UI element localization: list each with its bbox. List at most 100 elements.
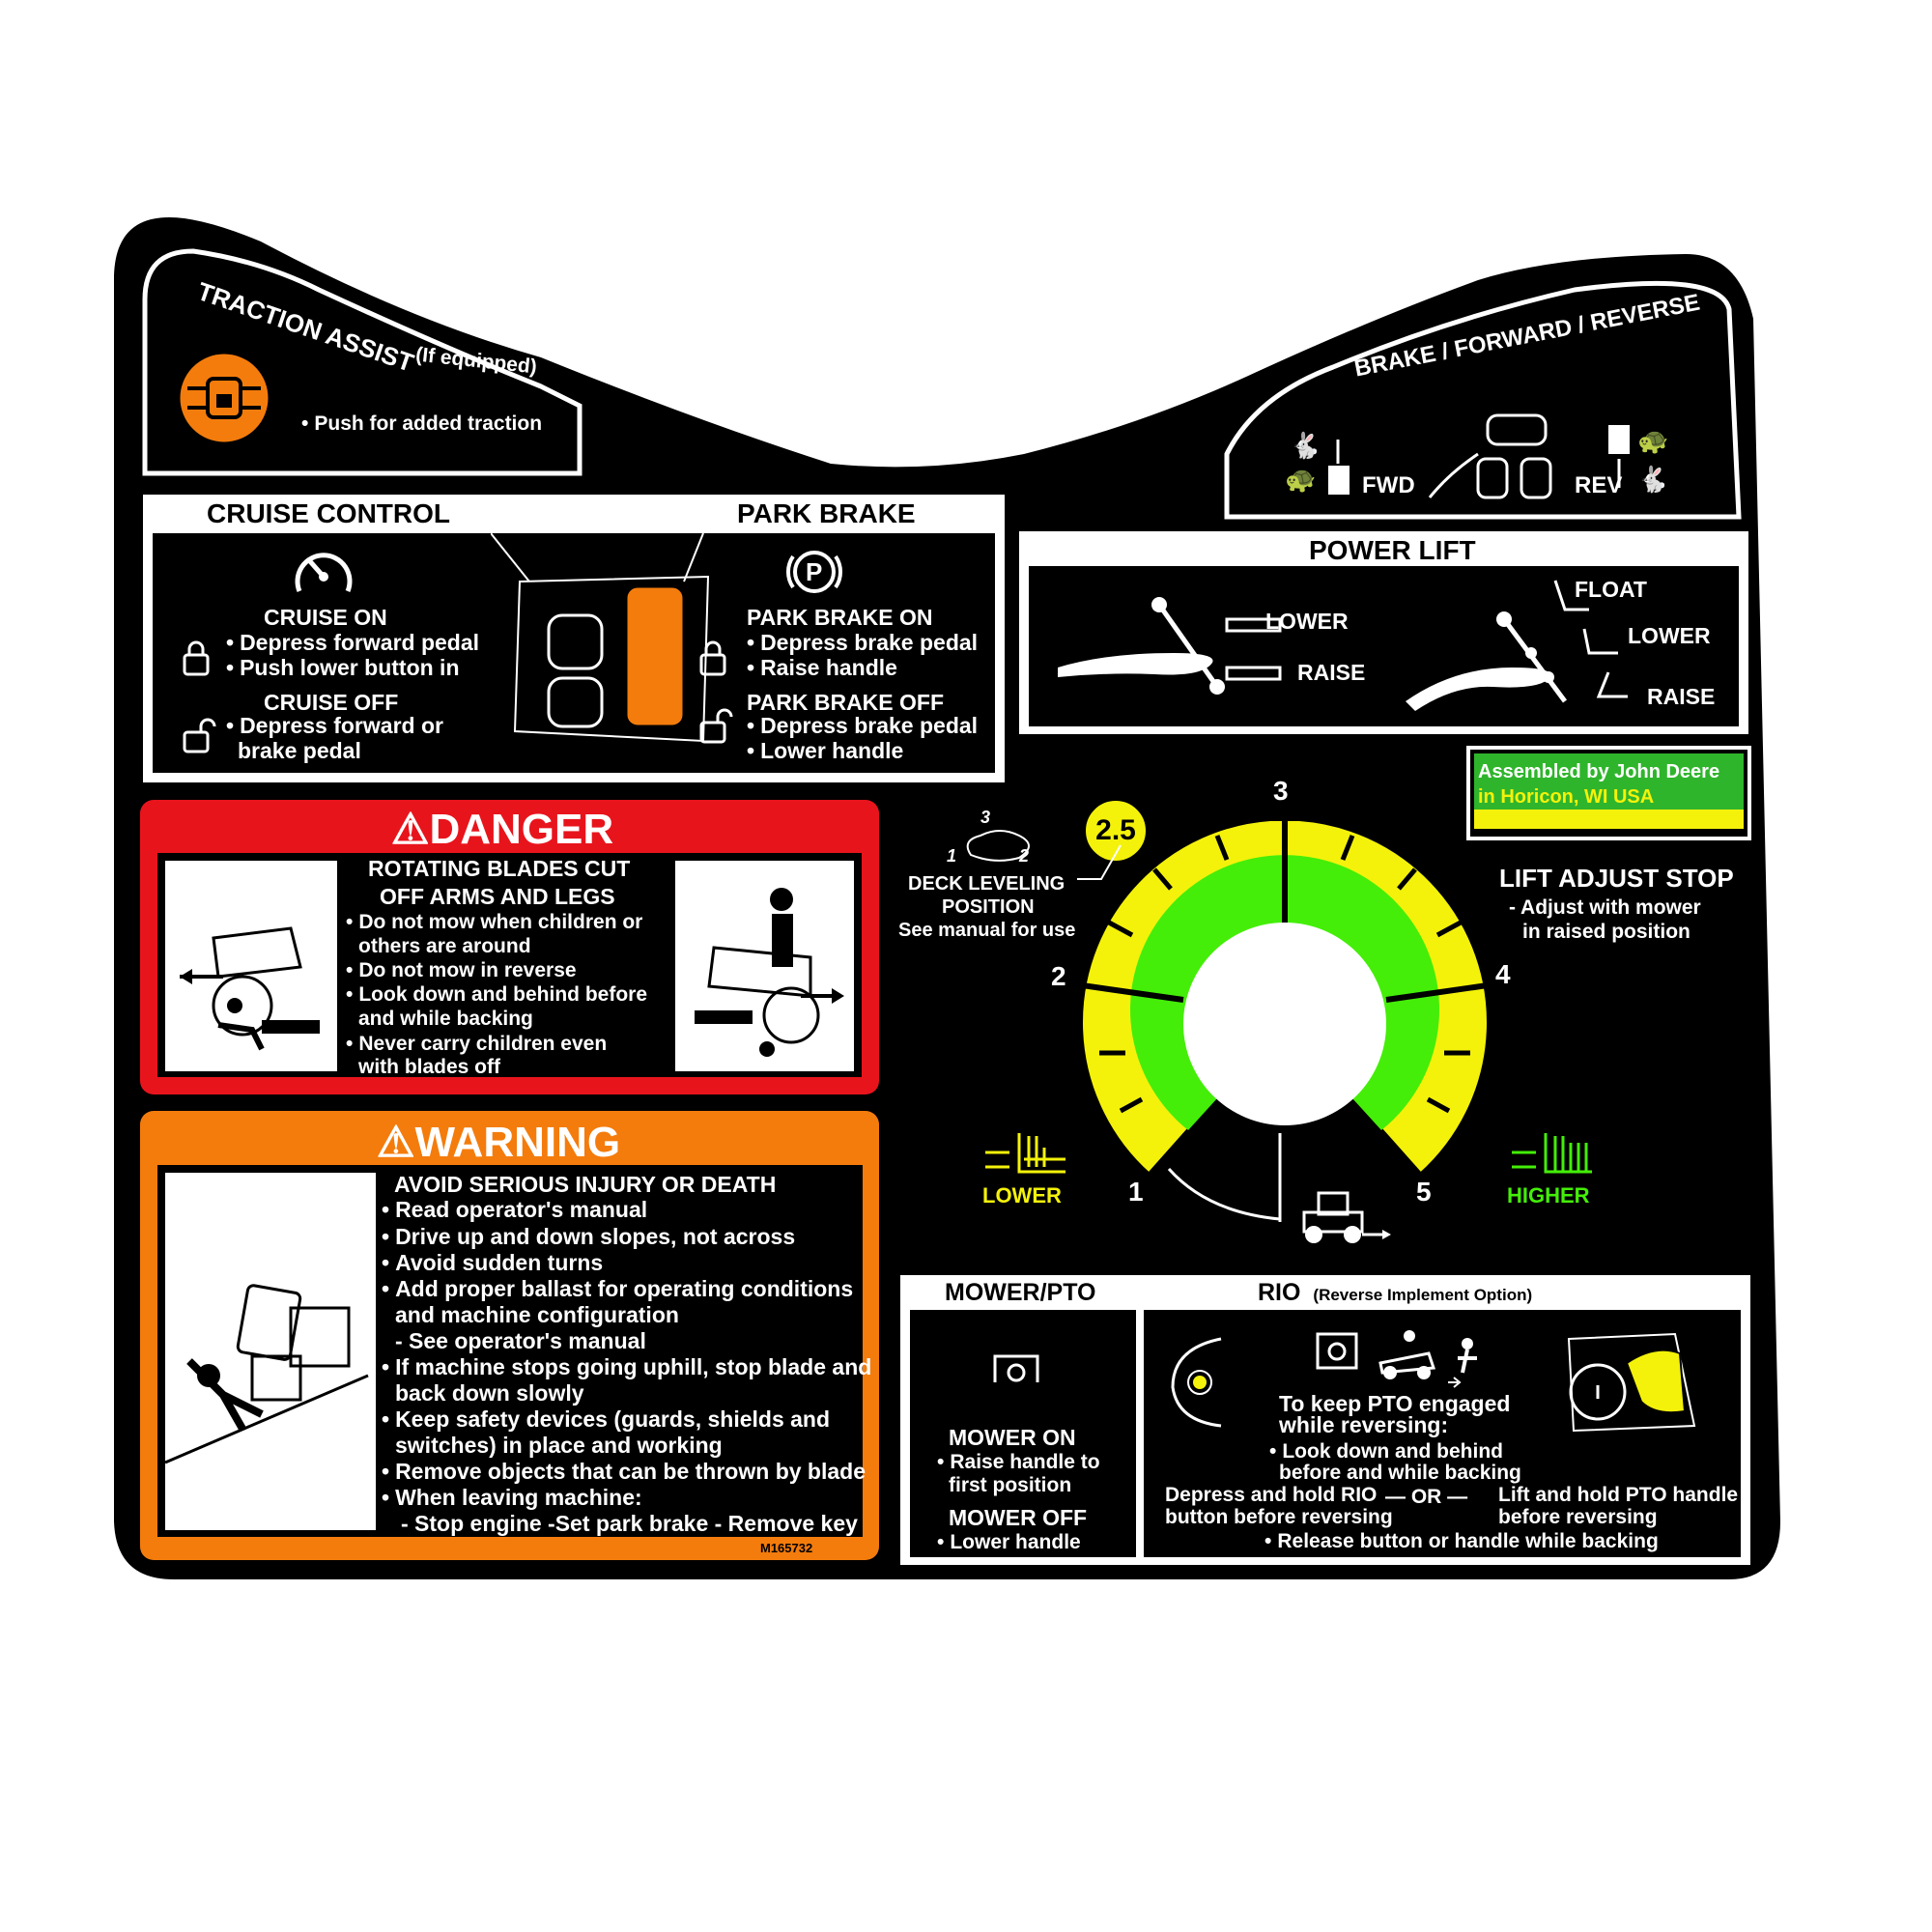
- svg-text:🐇: 🐇: [1637, 465, 1668, 494]
- brake-forward-reverse-section: BRAKE / FORWARD / REVERSE 🐇 🐢 🐢 🐇 FWD RE…: [1227, 290, 1739, 517]
- warning-item-2: Drive up and down slopes, not across: [382, 1224, 795, 1250]
- left-raise-label: RAISE: [1297, 660, 1366, 685]
- mower-pto-title: MOWER/PTO: [945, 1279, 1096, 1306]
- svg-text:P: P: [806, 557, 822, 586]
- park-brake-on-label: PARK BRAKE ON: [747, 605, 933, 630]
- higher-cut-icon: [1512, 1133, 1592, 1174]
- rio-keep-2: while reversing:: [1279, 1412, 1449, 1437]
- danger-item-4: Look down and behind before: [346, 983, 647, 1007]
- right-lift-lever-icon: [1406, 580, 1628, 711]
- rio-button-image: [1171, 1337, 1222, 1428]
- pto-icon: [993, 1354, 1039, 1382]
- warning-item-8: back down slowly: [395, 1380, 584, 1406]
- rio-or-text: OR: [1410, 1486, 1442, 1508]
- mower-on-step-2: first position: [949, 1474, 1072, 1496]
- dial-num-5: 5: [1416, 1177, 1432, 1207]
- traction-assist-icon: [177, 351, 271, 445]
- deck-leveling-line-3: See manual for use: [898, 920, 1076, 941]
- mower-off-step-1: Lower handle: [937, 1531, 1080, 1554]
- traction-assist-section: TRACTION ASSIST (If equipped) Push for a…: [145, 253, 580, 475]
- higher-label: HIGHER: [1507, 1183, 1590, 1208]
- rio-left-1: Depress and hold RIO: [1165, 1484, 1378, 1506]
- warning-triangle-icon: ⚠: [377, 1119, 415, 1166]
- rollover-hazard-image: [164, 1173, 376, 1530]
- deck-level-badge-value: 2.5: [1095, 814, 1136, 846]
- lift-adjust-line-1: - Adjust with mower: [1509, 896, 1701, 919]
- cruise-off-step-2: brake pedal: [238, 738, 361, 763]
- warning-title-text: WARNING: [414, 1119, 621, 1166]
- right-lower-label: LOWER: [1628, 623, 1711, 648]
- warning-item-7: If machine stops going uphill, stop blad…: [382, 1354, 871, 1380]
- park-brake-on-step-2: Raise handle: [747, 655, 897, 681]
- rio-title: RIO (Reverse Implement Option): [1258, 1279, 1532, 1307]
- carry-child-hazard-image: [675, 861, 854, 1071]
- warning-item-4: Add proper ballast for operating conditi…: [382, 1276, 853, 1302]
- deck-leveling-section: 3 1 2 DECK LEVELING POSITION See manual …: [889, 802, 1130, 947]
- power-lift-title: POWER LIFT: [1309, 535, 1476, 565]
- rio-look-2: before and while backing: [1279, 1462, 1521, 1484]
- warning-item-3: Avoid sudden turns: [382, 1250, 603, 1276]
- warning-panel: ⚠WARNING AVOID SERIOUS INJURY OR DEATH R…: [140, 1111, 879, 1560]
- cruise-control-title: CRUISE CONTROL: [207, 498, 450, 528]
- park-brake-title: PARK BRAKE: [737, 498, 916, 528]
- deck-pos-1: 1: [947, 846, 957, 866]
- rio-left-2: button before reversing: [1165, 1506, 1393, 1528]
- danger-item-7: with blades off: [358, 1056, 500, 1078]
- unlock-icon: [183, 718, 216, 753]
- park-brake-off-step-1: Depress brake pedal: [747, 713, 978, 739]
- park-brake-off-label: PARK BRAKE OFF: [747, 690, 945, 715]
- danger-item-5: and while backing: [358, 1008, 533, 1030]
- dial-num-2: 2: [1051, 961, 1066, 991]
- rio-body: To keep PTO engaged while reversing: Loo…: [1144, 1310, 1741, 1557]
- rio-or: — OR —: [1385, 1486, 1468, 1508]
- warning-item-13: - Stop engine -Set park brake - Remove k…: [401, 1511, 858, 1536]
- assembled-line-2: in Horicon, WI USA: [1478, 786, 1655, 808]
- deck-level-icon: [966, 830, 1030, 862]
- mower-off-label: MOWER OFF: [949, 1505, 1088, 1530]
- lower-label: LOWER: [982, 1183, 1062, 1208]
- reverse-child-hazard-image: [165, 861, 337, 1071]
- left-lift-lever-icon: [1058, 597, 1282, 695]
- assembled-badge: Assembled by John Deere in Horicon, WI U…: [1466, 746, 1751, 840]
- rio-title-text: RIO: [1258, 1279, 1301, 1306]
- mower-pto-body: MOWER ON Raise handle to first position …: [910, 1310, 1136, 1557]
- park-brake-off-step-2: Lower handle: [747, 738, 903, 764]
- danger-title-text: DANGER: [429, 806, 614, 853]
- warning-heading: AVOID SERIOUS INJURY OR DEATH: [394, 1172, 777, 1197]
- cruise-park-panel: CRUISE CONTROL PARK BRAKE CRUISE ON Depr…: [143, 495, 1005, 782]
- park-brake-icon: P: [785, 551, 843, 593]
- mower-rio-panel: MOWER/PTO RIO (Reverse Implement Option)…: [900, 1275, 1750, 1565]
- danger-heading-2: OFF ARMS AND LEGS: [380, 884, 615, 909]
- warning-item-6: - See operator's manual: [395, 1328, 646, 1353]
- danger-title: ⚠DANGER: [391, 806, 613, 853]
- danger-panel: ⚠DANGER ROTATING BLADES CUT OFF ARMS AND…: [140, 800, 879, 1094]
- traction-assist-qualifier: (If equipped): [414, 343, 538, 379]
- svg-text:🐢: 🐢: [1637, 426, 1668, 455]
- cruise-on-step-2: Push lower button in: [226, 655, 459, 681]
- lower-cut-icon: [985, 1133, 1065, 1174]
- rio-release: Release button or handle while backing: [1264, 1530, 1658, 1553]
- assembled-line-1: Assembled by John Deere: [1478, 761, 1720, 782]
- rio-look-1: Look down and behind: [1269, 1440, 1503, 1463]
- lift-adjust-line-2: in raised position: [1522, 921, 1690, 943]
- power-lift-panel: POWER LIFT LOWER RAISE FLOAT LOWER RAISE: [1019, 531, 1748, 734]
- deck-leveling-line-1: DECK LEVELING: [908, 873, 1065, 895]
- left-lower-label: LOWER: [1265, 609, 1349, 634]
- cruise-off-step-1: Depress forward or: [226, 713, 443, 739]
- traction-assist-note: Push for added traction: [301, 412, 542, 436]
- right-raise-label: RAISE: [1647, 684, 1716, 709]
- svg-text:🐇: 🐇: [1290, 431, 1321, 460]
- badge-pointer: [1077, 844, 1122, 880]
- rio-keep-1: To keep PTO engaged: [1279, 1391, 1511, 1416]
- danger-heading-1: ROTATING BLADES CUT: [368, 856, 631, 881]
- danger-body: ROTATING BLADES CUT OFF ARMS AND LEGS Do…: [157, 853, 862, 1078]
- danger-item-3: Do not mow in reverse: [346, 959, 576, 982]
- deck-pos-2: 2: [1019, 846, 1030, 866]
- danger-item-2: others are around: [358, 935, 531, 957]
- deck-height-dial: [1082, 821, 1488, 1176]
- dial-num-3: 3: [1273, 776, 1289, 806]
- warning-item-11: Remove objects that can be thrown by bla…: [382, 1459, 866, 1485]
- cruise-on-label: CRUISE ON: [264, 605, 387, 630]
- cruise-park-body: CRUISE ON Depress forward pedal Push low…: [153, 533, 995, 773]
- rio-right-1: Lift and hold PTO handle: [1498, 1484, 1739, 1506]
